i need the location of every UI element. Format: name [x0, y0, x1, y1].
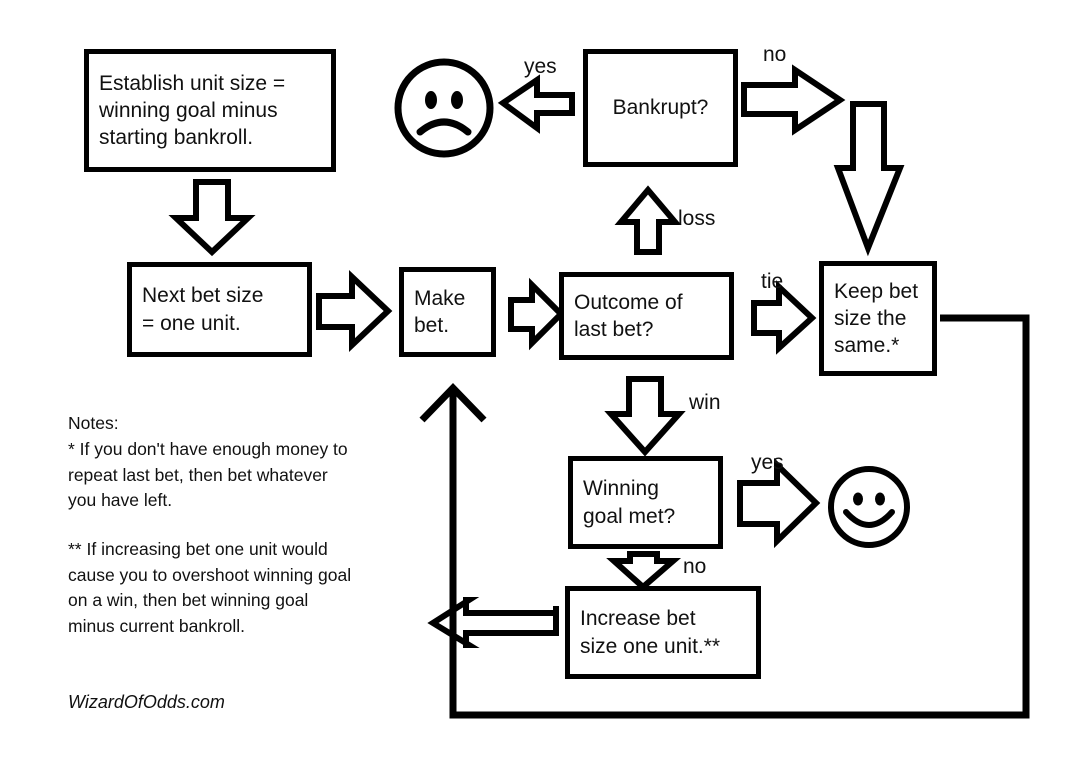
node-next-bet-size[interactable]: Next bet size = one unit. — [127, 262, 312, 357]
edge-label-yes-goal: yes — [751, 451, 784, 474]
arrow-establish-to-next — [168, 179, 256, 257]
arrow-bankrupt-to-sad-yes — [497, 74, 575, 134]
notes-heading: Notes: — [68, 413, 119, 433]
arrow-no-to-keep-bet — [833, 101, 905, 257]
notes-note-1: * If you don't have enough money to repe… — [68, 439, 348, 511]
sad-eye-left — [425, 91, 437, 109]
edge-label-loss: loss — [678, 207, 716, 230]
loop-arrowhead-make-bet — [419, 382, 487, 423]
arrow-increase-to-loop — [427, 597, 559, 648]
edge-label-win: win — [689, 391, 721, 414]
edge-label-no-goal: no — [683, 555, 707, 578]
node-winning-goal-met[interactable]: Winning goal met? — [568, 456, 723, 549]
arrow-outcome-to-keep-tie — [751, 280, 817, 355]
arrow-winning-to-happy-yes — [737, 457, 821, 549]
edge-label-tie: tie — [761, 270, 784, 293]
node-establish-unit-size-label: Establish unit size = winning goal minus… — [99, 71, 286, 150]
node-bankrupt-label: Bankrupt? — [612, 96, 709, 120]
node-winning-goal-met-label: Winning goal met? — [583, 477, 676, 528]
node-make-bet-label: Make bet. — [414, 286, 466, 337]
brand-wizardofodds: WizardOfOdds.com — [68, 692, 225, 712]
happy-eye-left — [853, 492, 863, 506]
sad-mouth — [416, 118, 472, 136]
arrow-make-to-outcome — [508, 277, 566, 351]
notes-note-2: ** If increasing bet one unit would caus… — [68, 539, 352, 637]
edge-label-no-bankrupt: no — [763, 43, 787, 66]
arrow-winning-to-increase-no — [606, 551, 682, 591]
arrow-outcome-to-bankrupt-loss — [614, 185, 682, 255]
happy-eye-right — [875, 492, 885, 506]
arrow-bankrupt-no — [741, 64, 846, 136]
edge-label-yes-bankrupt: yes — [524, 55, 557, 78]
sad-eye-right — [451, 91, 463, 109]
node-increase-bet-size-label: Increase bet size one unit.** — [580, 607, 721, 658]
sad-face — [394, 58, 494, 158]
node-keep-bet-size[interactable]: Keep bet size the same.* — [819, 261, 937, 376]
arrow-outcome-to-winning-win — [604, 376, 686, 457]
node-bankrupt[interactable]: Bankrupt? — [583, 49, 738, 167]
node-keep-bet-size-label: Keep bet size the same.* — [834, 279, 919, 358]
node-increase-bet-size[interactable]: Increase bet size one unit.** — [565, 586, 761, 679]
happy-face — [828, 466, 910, 548]
happy-mouth — [843, 509, 895, 528]
node-make-bet[interactable]: Make bet. — [399, 267, 496, 357]
node-establish-unit-size[interactable]: Establish unit size = winning goal minus… — [84, 49, 336, 172]
node-next-bet-size-label: Next bet size = one unit. — [142, 284, 264, 335]
arrow-next-to-make — [316, 270, 393, 352]
node-outcome-of-last-bet[interactable]: Outcome of last bet? — [559, 272, 734, 360]
node-outcome-of-last-bet-label: Outcome of last bet? — [574, 290, 683, 341]
